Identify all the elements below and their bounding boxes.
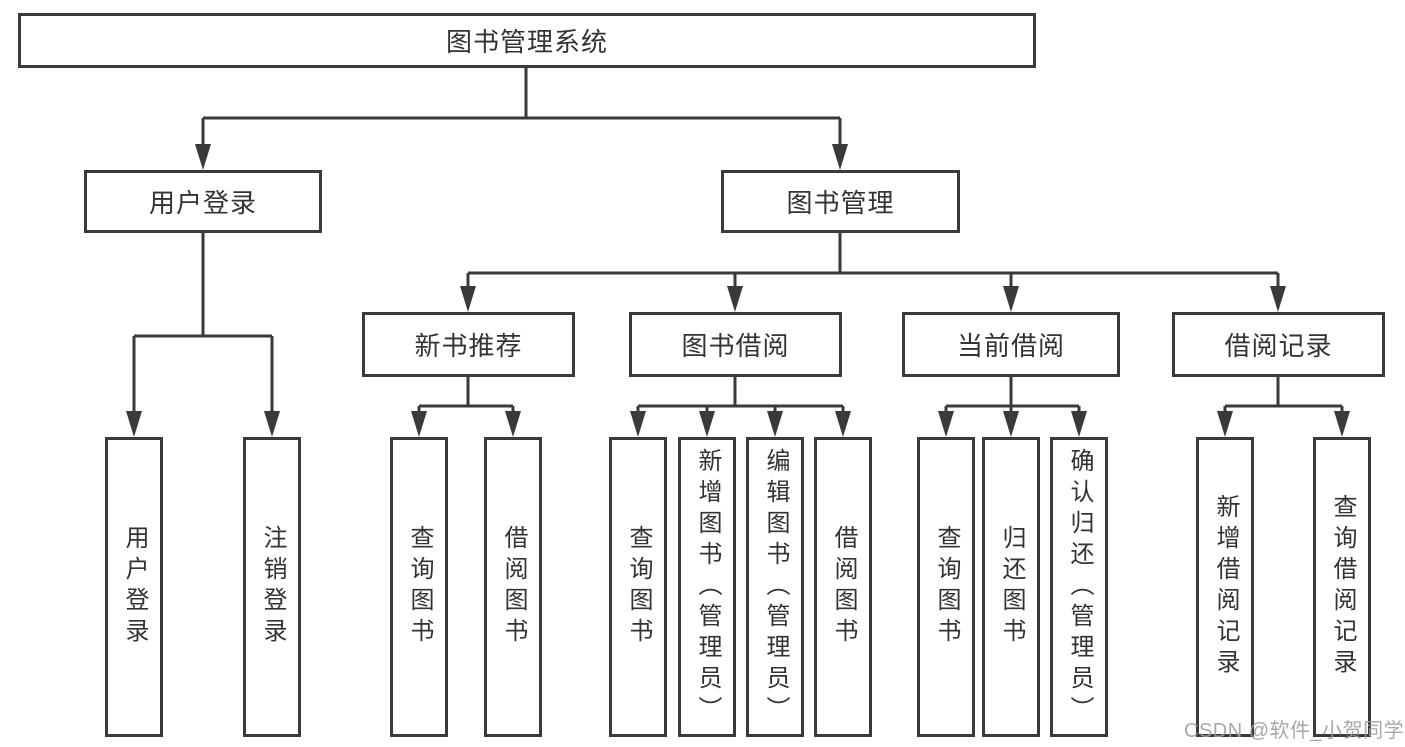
leaf-add-book-admin: 新增图书（管理员） — [678, 437, 736, 737]
leaf-query-book-current: 查询图书 — [917, 437, 975, 737]
leaf-add-borrow-record: 新增借阅记录 — [1196, 437, 1254, 737]
node-book-management: 图书管理 — [721, 170, 960, 233]
node-borrow-records: 借阅记录 — [1172, 312, 1385, 377]
leaf-query-borrow-record: 查询借阅记录 — [1313, 437, 1371, 737]
csdn-watermark: CSDN @软件_小贺同学 — [1184, 720, 1405, 742]
leaf-borrow-book: 借阅图书 — [814, 437, 872, 737]
node-root-library-system: 图书管理系统 — [18, 13, 1036, 68]
leaf-query-book-borrow: 查询图书 — [609, 437, 667, 737]
node-new-book-recommend: 新书推荐 — [362, 312, 575, 377]
leaf-borrow-book-recommend: 借阅图书 — [484, 437, 542, 737]
leaf-query-book-recommend: 查询图书 — [390, 437, 448, 737]
node-current-borrow: 当前借阅 — [902, 312, 1120, 377]
leaf-user-login: 用户登录 — [105, 437, 163, 737]
node-book-borrow: 图书借阅 — [629, 312, 842, 377]
leaf-confirm-return-admin: 确认归还（管理员） — [1050, 437, 1108, 737]
leaf-logout: 注销登录 — [243, 437, 301, 737]
node-user-login: 用户登录 — [84, 170, 322, 233]
leaf-edit-book-admin: 编辑图书（管理员） — [746, 437, 804, 737]
leaf-return-book: 归还图书 — [982, 437, 1040, 737]
